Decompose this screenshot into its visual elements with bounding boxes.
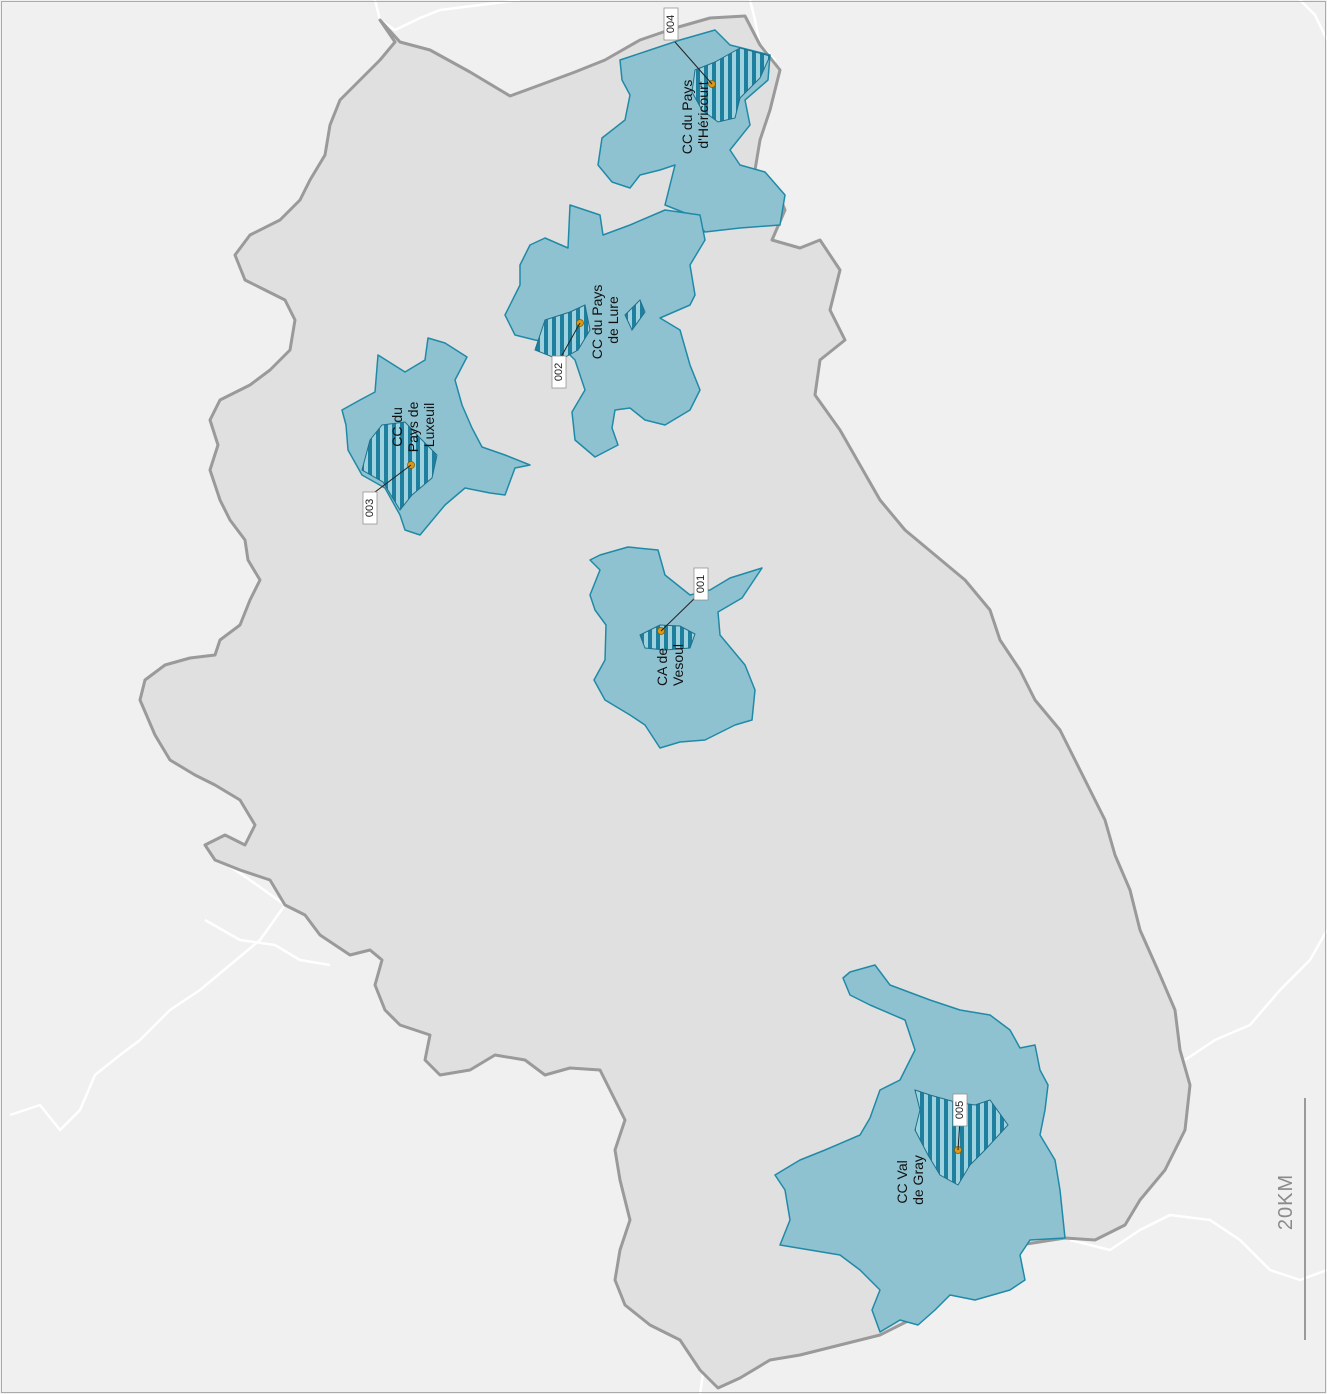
code-box xyxy=(551,355,567,389)
community-name-line: CA de xyxy=(654,648,670,686)
code-box xyxy=(663,7,679,41)
community-name: CC du Pays de Luxeuil xyxy=(389,398,437,452)
community-code: 001 xyxy=(695,575,707,593)
community-name-line: de Gray xyxy=(910,1155,926,1205)
leader-line xyxy=(660,594,699,632)
community-name: CC du Pays d'Héricourt xyxy=(679,76,711,155)
hatched-zone xyxy=(691,47,771,123)
community-area xyxy=(774,964,1066,1333)
community-name: CC Val de Gray xyxy=(894,1155,926,1205)
community-code: 002 xyxy=(553,363,565,381)
hatched-zone xyxy=(639,624,696,651)
hatched-zone xyxy=(624,299,646,331)
community-name-line: CC du Pays xyxy=(679,80,695,155)
neighbor-boundary-west xyxy=(9,858,287,1132)
hatched-zone xyxy=(534,304,591,361)
community-lure[interactable]: 002 CC du Pays de Lure xyxy=(504,204,706,458)
community-code: 003 xyxy=(364,499,376,517)
neighbor-boundary-east xyxy=(1184,929,1327,1062)
community-name-line: CC du xyxy=(389,407,405,447)
community-name: CC du Pays de Lure xyxy=(589,281,621,360)
community-hericourt[interactable]: 004 CC du Pays d'Héricourt xyxy=(597,7,786,233)
community-code: 004 xyxy=(665,15,677,33)
community-area xyxy=(504,204,706,458)
community-name-line: CC Val xyxy=(894,1160,910,1203)
community-code: 005 xyxy=(954,1101,966,1119)
scale-label: 20KM xyxy=(1275,1174,1297,1230)
community-name-line: CC du Pays xyxy=(589,285,605,360)
community-vesoul[interactable]: 001 CA de Vesoul xyxy=(589,546,763,749)
community-name: CA de Vesoul xyxy=(654,644,686,686)
neighbor-boundary-southwest xyxy=(204,918,331,967)
community-name-line: Pays de xyxy=(405,401,421,452)
community-name-line: d'Héricourt xyxy=(695,81,711,148)
code-box xyxy=(362,491,378,525)
community-luxeuil[interactable]: 003 CC du Pays de Luxeuil xyxy=(341,337,531,536)
leader-line xyxy=(560,322,581,358)
community-name-line: Vesoul xyxy=(670,644,686,686)
community-name-line: de Lure xyxy=(605,296,621,344)
leader-line xyxy=(674,41,713,85)
scale-bar: 20KM xyxy=(1275,1098,1306,1340)
community-gray[interactable]: 005 CC Val de Gray xyxy=(774,964,1066,1333)
community-name-line: Luxeuil xyxy=(421,403,437,447)
leader-line xyxy=(370,464,412,496)
neighbor-boundary-east-frame xyxy=(1299,0,1327,41)
code-box xyxy=(693,567,709,601)
neighbor-boundary-southeast xyxy=(1069,1213,1327,1282)
hatched-zone xyxy=(361,421,438,511)
code-box xyxy=(952,1093,968,1127)
